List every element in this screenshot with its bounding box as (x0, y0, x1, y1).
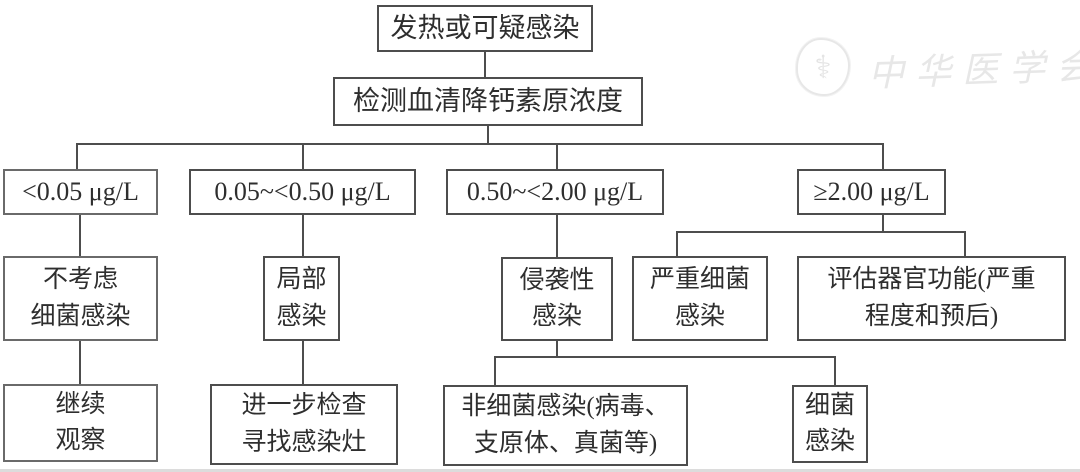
cma-logo-icon: ⚕ (796, 38, 850, 96)
node-range-0.05-to-0.50: 0.05~<0.50 μg/L (189, 169, 416, 215)
connector-line (494, 356, 496, 386)
node-local-infection: 局部 感染 (263, 256, 340, 341)
connector-line (556, 143, 558, 170)
connector-line (302, 214, 304, 257)
connector-line (79, 340, 81, 385)
node-continue-observation: 继续 观察 (3, 384, 158, 462)
connector-line (79, 214, 81, 257)
node-non-bacterial-infection: 非细菌感染(病毒、 支原体、真菌等) (443, 385, 688, 466)
page-bottom-divider (0, 469, 1080, 472)
connector-line (882, 214, 884, 233)
connector-line (964, 231, 966, 257)
node-fever-or-suspected-infection: 发热或可疑感染 (377, 5, 593, 52)
connector-line (676, 231, 966, 233)
node-evaluate-organ-function: 评估器官功能(严重 程度和预后) (797, 256, 1066, 341)
node-range-above-2.00: ≥2.00 μg/L (797, 169, 946, 215)
node-range-below-0.05: <0.05 μg/L (3, 169, 158, 215)
connector-line (882, 143, 884, 170)
connector-line (487, 125, 489, 144)
connector-line (76, 143, 884, 145)
connector-line (302, 143, 304, 170)
connector-line (676, 231, 678, 257)
connector-line (834, 356, 836, 386)
connector-line (302, 340, 304, 385)
watermark-text: 中华医学会 (867, 45, 1080, 95)
node-bacterial-infection: 细菌 感染 (792, 385, 868, 463)
connector-line (76, 143, 78, 170)
node-test-serum-procalcitonin: 检测血清降钙素原浓度 (333, 77, 643, 126)
node-further-examination: 进一步检查 寻找感染灶 (210, 384, 398, 465)
node-severe-bacterial-infection: 严重细菌 感染 (632, 256, 768, 341)
connector-line (484, 51, 486, 78)
node-invasive-infection: 侵袭性 感染 (501, 257, 613, 341)
node-no-bacterial-infection: 不考虑 细菌感染 (3, 256, 158, 341)
connector-line (494, 356, 836, 358)
connector-line (556, 340, 558, 358)
watermark: ⚕ 中华医学会 (796, 38, 1080, 96)
node-range-0.50-to-2.00: 0.50~<2.00 μg/L (446, 169, 664, 215)
connector-line (556, 214, 558, 258)
